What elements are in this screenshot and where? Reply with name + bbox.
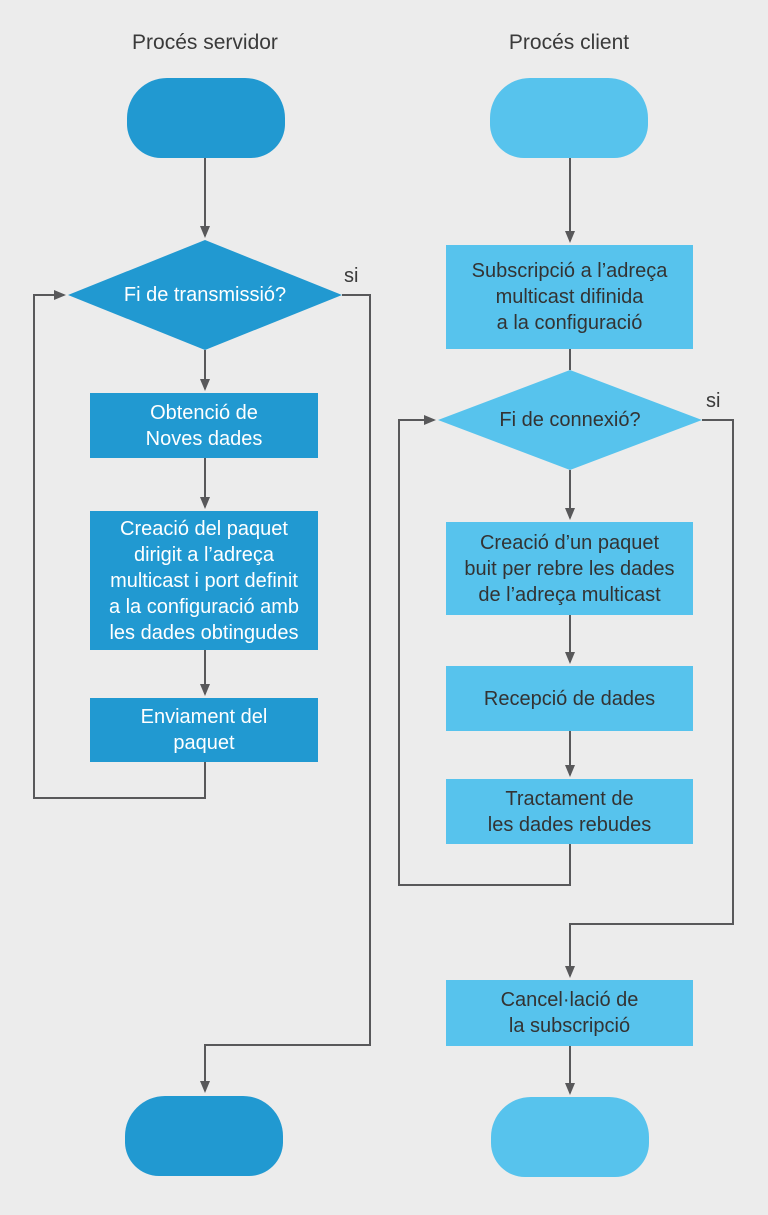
client-step-creacio-box: Creació d’un paquet buit per rebre les d… — [446, 522, 693, 615]
client-column-title: Procés client — [508, 31, 630, 54]
server-decision-diamond: Fi de transmissió? — [68, 240, 342, 350]
server-step-enviament-box: Enviament del paquet — [90, 698, 318, 762]
client-cancel-box: Cancel·lació de la subscripció — [446, 980, 693, 1046]
client-start-terminator — [490, 78, 648, 158]
client-subscribe-box: Subscripció a l’adreça multicast difinid… — [446, 245, 693, 349]
server-yes-branch-label: si — [344, 265, 359, 287]
server-end-terminator — [125, 1096, 283, 1176]
client-step-tractament-box: Tractament de les dades rebudes — [446, 779, 693, 844]
server-step-creacio-box: Creació del paquet dirigit a l’adreça mu… — [90, 511, 318, 650]
server-step-obtencio-box: Obtenció de Noves dades — [90, 393, 318, 458]
server-start-terminator — [127, 78, 285, 158]
client-end-terminator — [491, 1097, 649, 1177]
client-step-recepcio-box: Recepció de dades — [446, 666, 693, 731]
client-decision-diamond: Fi de connexió? — [438, 370, 702, 470]
server-column-title: Procés servidor — [132, 31, 278, 54]
client-yes-branch-label: si — [706, 390, 721, 412]
